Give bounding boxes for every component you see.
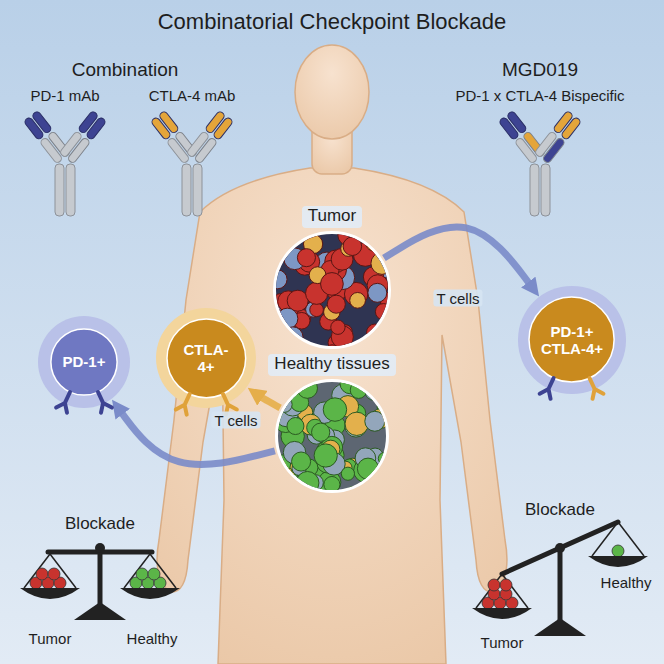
- title: Combinatorial Checkpoint Blockade: [158, 9, 507, 35]
- t-cell-arrow: [255, 393, 280, 408]
- text-label: Tumor: [29, 630, 72, 647]
- antibody-icon: [23, 110, 106, 216]
- tissue-region: Healthy tissues: [266, 354, 397, 493]
- tissue-region: Tumor: [273, 206, 391, 349]
- antibody-icon: [150, 110, 233, 216]
- text-label: Healthy: [601, 574, 652, 591]
- t-cell: CTLA-4+: [156, 308, 257, 409]
- group-heading: MGD019: [502, 59, 578, 81]
- t-cell-arrow: [117, 407, 275, 464]
- edge-label: T cells: [211, 412, 260, 429]
- text-label: PD-1 x CTLA-4 Bispecific: [455, 87, 624, 104]
- cell-label: CTLA-4+: [177, 341, 234, 376]
- receptor-symbol: [585, 376, 604, 399]
- receptor-symbol: [540, 376, 559, 399]
- antibody-icon: [498, 110, 581, 216]
- receptor-symbol: [93, 389, 112, 412]
- receptor-symbol: [56, 389, 75, 412]
- text-label: Blockade: [525, 500, 595, 520]
- group-heading: Combination: [72, 59, 179, 81]
- tissue-circle: [273, 231, 391, 349]
- cell-label: PD-1+: [63, 353, 106, 370]
- antibodies: [23, 110, 581, 216]
- edge-label: T cells: [433, 290, 482, 307]
- tissue-circle: [275, 379, 389, 493]
- region-title: Healthy tissues: [268, 354, 395, 376]
- cell-label: PD-1+ CTLA-4+: [540, 323, 604, 358]
- region-title: Tumor: [302, 206, 363, 228]
- cell-texture: [278, 382, 389, 493]
- text-label: PD-1 mAb: [30, 87, 99, 104]
- text-label: Blockade: [65, 514, 135, 534]
- t-cell: PD-1+: [38, 316, 130, 408]
- text-label: Tumor: [481, 634, 524, 651]
- t-cell-arrow: [384, 227, 534, 289]
- receptor-symbol: [175, 391, 194, 414]
- balance-scales: [20, 522, 648, 636]
- body-figure: [157, 45, 507, 664]
- text-label: Healthy: [127, 630, 178, 647]
- cell-texture: [276, 234, 391, 349]
- text-label: CTLA-4 mAb: [149, 87, 236, 104]
- t-cell: PD-1+ CTLA-4+: [518, 286, 625, 393]
